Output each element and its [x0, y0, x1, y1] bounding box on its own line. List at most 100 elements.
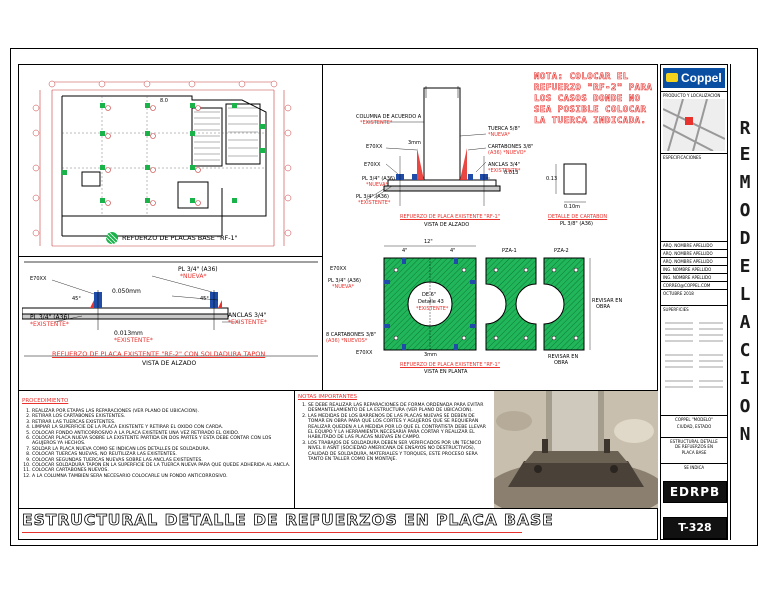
sheet-number-box: T-328 [663, 517, 727, 539]
plan-rf1-left-4: 8 CARTABONES 3/8" [326, 332, 377, 338]
photo-content [494, 391, 658, 509]
rf2-label-plate-existing-tag: *EXISTENTE* [30, 321, 69, 328]
plan-dim-label: 8.0 [160, 98, 168, 104]
specs-label: ESPECIFICACIONES [661, 153, 727, 161]
divider-horizontal-mid [18, 256, 322, 257]
procedure-item: COLOCAR CARTABONES NUEVOS. [32, 468, 292, 473]
divider-notes [294, 390, 295, 508]
name-row: ING. NOMBRE APELLIDO [661, 273, 727, 281]
elevation-rf1-drawing [365, 80, 501, 206]
rf2-label-anchors-tag: *EXISTENTE* [228, 319, 267, 326]
sheet-desc: PLACA BASE [681, 450, 707, 455]
plan-rf1-left-2: PL 3/4" (A36) [328, 278, 362, 284]
elevation-rf1-sub: VISTA DE ALZADO [424, 222, 470, 228]
vertical-letter: E [739, 256, 751, 277]
vertical-letter: D [739, 228, 751, 249]
label-nut: TUERCA 5/8" [488, 126, 520, 132]
vertical-letter: M [739, 172, 751, 193]
rf2-label-anchors: ANCLAS 3/4" [228, 312, 267, 319]
label-plate-new: PL 3/4" (A36) [362, 176, 396, 182]
procedure-item: COLOCAR TUERCAS NUEVAS, NO REUTILIZAR LA… [32, 452, 292, 457]
project-line: COPPEL "MODELO" [661, 415, 727, 423]
sheet-border [10, 48, 758, 546]
plan-rf1-dim-b: 4" [450, 248, 456, 254]
plan-rf1-dim-total: 12" [424, 239, 433, 245]
label-plate-existing-tag: *EXISTENTE* [358, 200, 391, 206]
label-column-existing: *EXISTENTE* [360, 120, 393, 126]
location-label: PRODUCTO Y LOCALIZACION [661, 91, 727, 99]
note-line: SEA POSIBLE COLOCAR [534, 105, 647, 116]
plan-rf1-revisar-1: REVISAR EN [548, 354, 579, 360]
note-line: REFUERZO "RF-2" PARA [534, 83, 653, 94]
vertical-letter: N [739, 424, 751, 445]
rf2-label-plate-existing: PL 3/4" (A36) [30, 314, 70, 321]
label-dim-3mm: 3mm [408, 140, 421, 146]
plan-rf1-left-1: E70XX [330, 266, 347, 272]
plan-rf1-left-6: E70XX [356, 350, 373, 356]
cartabon-dim-w: 0.10m [564, 204, 581, 210]
rf2-label-weld: E70XX [30, 276, 47, 282]
sheet-desc: DE REFUERZOS EN [675, 444, 713, 449]
plan-rf1-drawing [383, 245, 591, 351]
elevation-rf2: E70XX PL 3/4" (A36) *NUEVA* 0.050mm 45° … [21, 260, 320, 384]
name-row: ING. NOMBRE APELLIDO [661, 265, 727, 273]
surfaces-table [663, 315, 725, 405]
plan-rf1-center-2: Detalle 43 [418, 299, 444, 305]
rf2-label-45a: 45° [72, 296, 81, 302]
name-row: OCTUBRE 2018 [661, 289, 727, 297]
plan-view-drawing [32, 80, 292, 247]
sheet-sub: SE INDICA [661, 463, 727, 471]
base-plate-photo [494, 391, 658, 509]
procedure-title: PROCEDIMIENTO [22, 398, 69, 404]
vertical-letter: C [739, 340, 751, 361]
project-line: CIUDAD, ESTADO [676, 424, 712, 429]
vertical-letter: R [739, 118, 751, 139]
pza-1-label: PZA-1 [502, 248, 517, 254]
procedure-item: COLOCAR SOLDADURA TAPON EN LA SUPERFICIE… [32, 463, 292, 468]
rf2-sub: VISTA DE ALZADO [142, 360, 197, 367]
procedure-list: REALIZAR POR ETAPAS LAS REPARACIONES (VE… [22, 409, 292, 479]
note-top: NOTA: COLOCAR EL REFUERZO "RF-2" PARA LO… [534, 72, 654, 127]
procedure-item: SOLDAR LA PLACA NUEVA COMO SE INDICAN LO… [32, 447, 292, 452]
name-row: CORREO@COPPEL.COM [661, 281, 727, 289]
important-note-item: LAS MEDIDAS DE LOS BARRENOS DE LAS PLACA… [308, 414, 492, 441]
procedure-item: REALIZAR POR ETAPAS LAS REPARACIONES (VE… [32, 409, 292, 414]
important-notes-title: NOTAS IMPORTANTES [298, 394, 357, 400]
plan-rf1-center-3: *EXISTENTE* [416, 306, 449, 312]
cartabon-drawing [555, 163, 587, 203]
surfaces-label: SUPERFICIES [661, 305, 727, 313]
plan-rf1-center-1: DE 6" [422, 292, 437, 298]
plan-view: 8.0 REFUERZO DE PLACAS BASE "RF-1" [22, 68, 322, 256]
label-dim-thickness: 0.013 [504, 170, 519, 176]
label-column: COLUMNA DE ACUERDO A [356, 114, 422, 120]
plan-rf1: 12" 4" 4" DE 6" Detalle 43 *EXISTENTE* E… [326, 238, 626, 378]
procedure-item: COLOCAR SEGUNDAS TUERCAS NUEVAS SOBRE LA… [32, 458, 292, 463]
elevation-rf1-caption: REFUERZO DE PLACA EXISTENTE "RF-1" [400, 214, 501, 220]
cartabon-sub: PL 3/8" (A36) [560, 221, 594, 227]
rf2-label-45b: 45° [200, 296, 209, 302]
label-plate-new-tag: *NUEVA* [366, 182, 389, 188]
vertical-letter: A [739, 312, 751, 333]
plan-rf1-revisar-2: OBRA [554, 360, 569, 366]
plan-rf1-bottom-dim: 3mm [424, 352, 437, 358]
vertical-letter: L [739, 284, 751, 305]
important-notes: NOTAS IMPORTANTES SE DEBE REALIZAR LAS R… [298, 394, 492, 504]
vertical-letter: O [739, 396, 751, 417]
label-gussets: CARTABONES 3/8" [488, 144, 534, 150]
label-gussets-new: (A36) *NUEVO* [488, 150, 527, 156]
important-note-item: LOS TRABAJOS DE SOLDADURA DEBEN SER VERI… [308, 441, 492, 463]
cartabon-dim-h: 0.13 [546, 176, 558, 182]
plan-rf1-left-3: *NUEVA* [332, 284, 355, 290]
vertical-word-column [730, 64, 758, 540]
rf2-label-plate-new-tag: *NUEVA* [180, 273, 207, 280]
important-notes-list: SE DEBE REALIZAR LAS REPARACIONES DE FOR… [298, 403, 492, 462]
procedure-item: RETIRAR LOS CARTABONES EXISTENTES. [32, 414, 292, 419]
plan-rf1-side-2: OBRA [596, 304, 611, 310]
procedure-item: COLOCAR PLACA NUEVA SOBRE LA EXISTENTE P… [32, 436, 292, 447]
plan-rf1-sub: VISTA EN PLANTA [424, 369, 468, 375]
note-line: LA TUERCA INDICADA. [534, 116, 647, 127]
main-title: ESTRUCTURAL DETALLE DE REFUERZOS EN PLAC… [22, 511, 554, 530]
rf2-caption: REFUERZO DE PLACA EXISTENTE "RF-2" CON S… [52, 350, 266, 358]
sheet-desc: ESTRUCTURAL DETALLE [661, 437, 727, 445]
divider-horizontal-bottom [18, 390, 658, 391]
